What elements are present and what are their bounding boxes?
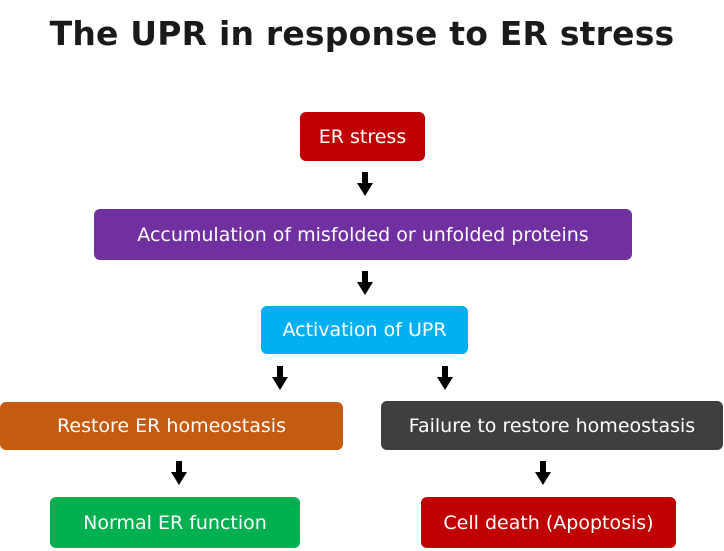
node-activation-label: Activation of UPR (282, 319, 447, 341)
node-er-stress-label: ER stress (318, 125, 407, 148)
arrow-down-icon (437, 366, 453, 390)
node-normal-er-function: Normal ER function (50, 497, 300, 548)
node-normal-label: Normal ER function (83, 511, 267, 534)
arrow-down-icon (357, 172, 373, 196)
node-cell-death: Cell death (Apoptosis) (421, 497, 676, 548)
arrow-down-icon (535, 461, 551, 485)
arrow-down-icon (357, 271, 373, 295)
node-restore-label: Restore ER homeostasis (57, 415, 286, 437)
arrow-down-icon (272, 366, 288, 390)
node-er-stress: ER stress (300, 112, 425, 161)
node-activation: Activation of UPR (261, 306, 468, 354)
node-accumulation: Accumulation of misfolded or unfolded pr… (94, 209, 632, 260)
diagram-title: The UPR in response to ER stress (49, 14, 675, 53)
node-failure-homeostasis: Failure to restore homeostasis (381, 401, 723, 450)
node-death-label: Cell death (Apoptosis) (443, 511, 654, 534)
arrow-down-icon (171, 461, 187, 485)
node-accumulation-label: Accumulation of misfolded or unfolded pr… (137, 223, 589, 246)
node-failure-label: Failure to restore homeostasis (408, 414, 696, 437)
node-restore-homeostasis: Restore ER homeostasis (0, 402, 343, 450)
